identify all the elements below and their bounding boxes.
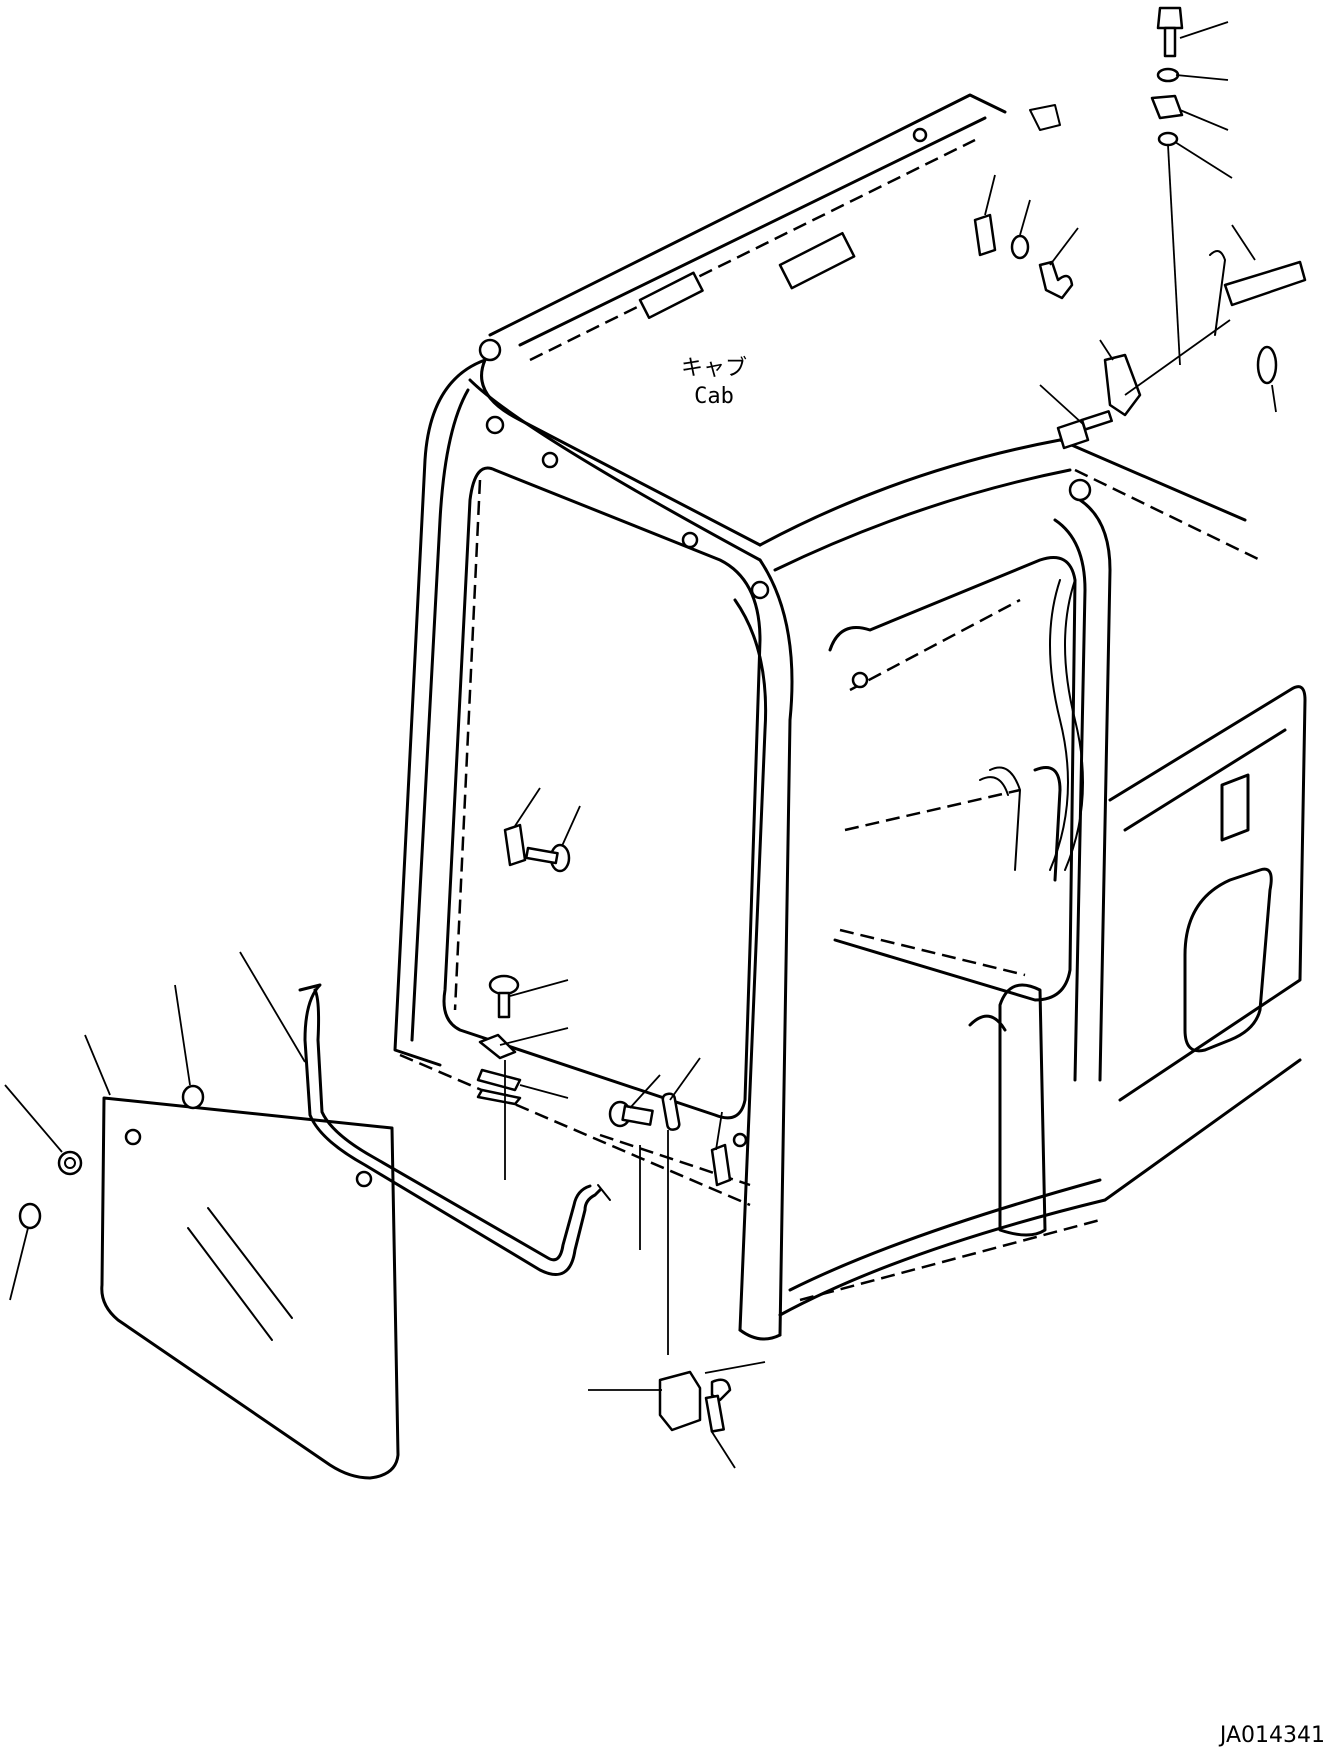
door-glass-assembly: [18, 983, 611, 1480]
figure-id: JA014341: [1219, 1723, 1325, 1748]
cab-label-english: Cab: [694, 384, 734, 409]
leader-lines: [4, 21, 1277, 1469]
hardware-parts: [476, 6, 1307, 1433]
cab-frame: [393, 93, 1307, 1341]
cab-label-japanese: キャブ: [680, 356, 747, 381]
